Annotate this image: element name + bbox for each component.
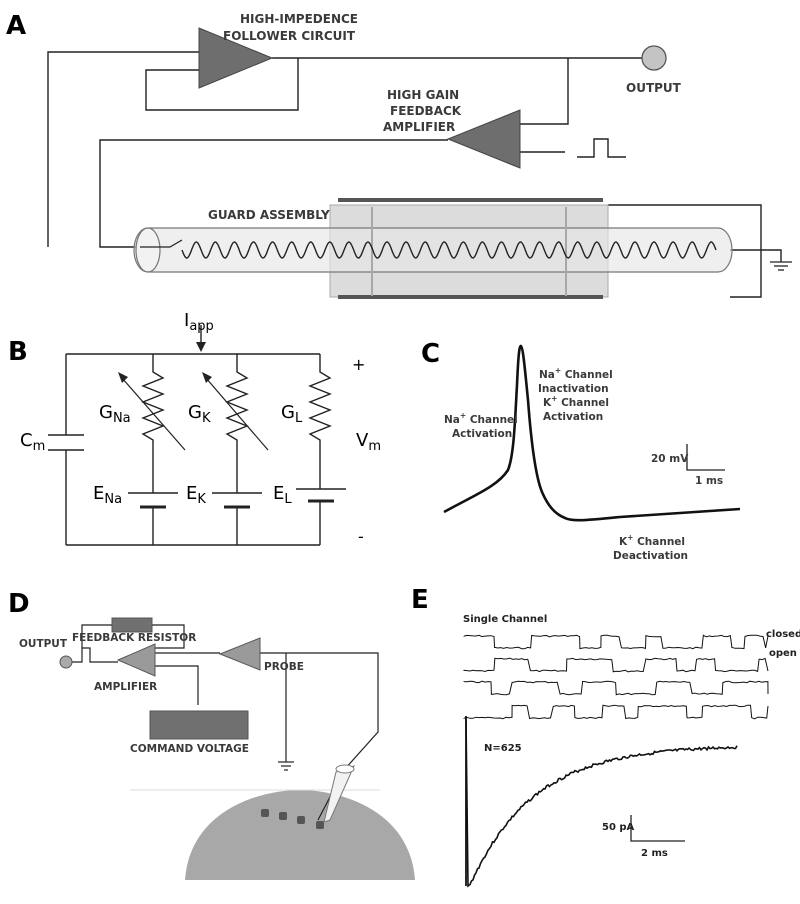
panel-e: E Single Channel closed open N=625 50 pA… xyxy=(411,585,800,888)
follower-input-wire xyxy=(47,51,199,247)
k-deactivation-label-2: Deactivation xyxy=(613,550,688,562)
feedback-label-1: HIGH GAIN xyxy=(387,88,459,102)
gna-variable-arrow xyxy=(121,377,186,451)
amplifier-label: AMPLIFIER xyxy=(94,681,157,693)
k-activation-label-2: Activation xyxy=(543,411,603,423)
feedback-resistor-label: FEEDBACK RESISTOR xyxy=(72,632,196,644)
feedback-label-3: AMPLIFIER xyxy=(383,120,455,134)
panel-label-a: A xyxy=(6,11,26,41)
gna-arrowhead-icon xyxy=(118,372,128,383)
panel-a-wiring xyxy=(47,51,782,298)
amplifier-icon xyxy=(116,643,156,677)
ena-label: ENa xyxy=(93,483,122,507)
na-activation-label-1: Na+ Channel xyxy=(444,411,518,426)
probe-amplifier-icon xyxy=(218,637,261,671)
feedback-resistor-icon xyxy=(111,617,153,633)
k-deactivation-label-1: K+ Channel xyxy=(619,533,685,548)
follower-feedback-loop xyxy=(145,58,299,111)
output-terminal-icon xyxy=(641,45,667,71)
panel-a: A HIGH-IMPEDENCE FOLLOWER CIRCUIT OUTPU xyxy=(6,11,792,299)
capillary-end xyxy=(135,227,161,273)
iapp-arrow-icon xyxy=(196,342,206,352)
panel-b: B Iapp Cm xyxy=(8,310,381,546)
gk-label: GK xyxy=(188,402,211,426)
pipette-mouth xyxy=(335,764,355,774)
gna-resistor-icon xyxy=(141,366,165,445)
follower-label-1: HIGH-IMPEDENCE xyxy=(240,12,358,26)
scale-time-label-c: 1 ms xyxy=(695,475,723,487)
action-potential-trace xyxy=(443,344,741,522)
single-channel-trace xyxy=(463,680,769,696)
feedback-label-2: FEEDBACK xyxy=(390,104,462,118)
electrode-lead xyxy=(140,239,183,248)
single-channel-trace xyxy=(463,657,769,673)
scale-bar-e xyxy=(630,815,685,842)
na-inactivation-label-1: Na+ Channel xyxy=(539,366,613,381)
feedback-amp-output-wire xyxy=(99,139,448,248)
ensemble-current-trace xyxy=(465,717,738,888)
glass-capillary xyxy=(133,227,733,273)
single-channel-label: Single Channel xyxy=(463,614,547,625)
cm-label: Cm xyxy=(20,430,45,454)
plus-sign: + xyxy=(352,355,365,374)
follower-amplifier-icon xyxy=(198,27,274,89)
ek-label: EK xyxy=(186,483,206,507)
probe-label: PROBE xyxy=(264,661,304,673)
ground-icon xyxy=(770,261,792,271)
minus-sign: - xyxy=(358,527,364,546)
gl-label: GL xyxy=(281,402,303,426)
gl-resistor-icon xyxy=(308,366,332,445)
k-activation-label-1: K+ Channel xyxy=(543,394,609,409)
scale-voltage-label: 20 mV xyxy=(651,453,689,465)
gk-arrowhead-icon xyxy=(202,372,212,383)
panel-label-b: B xyxy=(8,337,28,367)
command-voltage-label: COMMAND VOLTAGE xyxy=(130,743,249,755)
n-label: N=625 xyxy=(484,743,522,754)
output-terminal-icon-d xyxy=(59,655,73,669)
single-channel-trace xyxy=(463,634,769,650)
scale-current-label: 50 pA xyxy=(602,822,635,833)
output-label-d: OUTPUT xyxy=(19,638,68,650)
command-voltage-box xyxy=(149,710,249,740)
helical-electrode-wire xyxy=(181,241,717,259)
step-pulse xyxy=(577,138,626,158)
membrane-channels xyxy=(261,809,324,829)
vm-label: Vm xyxy=(356,430,381,454)
circuit-wiring xyxy=(48,325,321,546)
panel-c: C Na+ Channel Activation Na+ Channel Ina… xyxy=(421,339,741,562)
scale-bar-c xyxy=(686,444,725,471)
panel-label-e: E xyxy=(411,585,429,615)
gna-label: GNa xyxy=(99,402,131,426)
gk-resistor-icon xyxy=(225,366,249,445)
iapp-label: Iapp xyxy=(184,310,214,334)
na-activation-label-2: Activation xyxy=(452,428,512,440)
el-label: EL xyxy=(273,483,292,507)
closed-label: closed xyxy=(766,629,800,640)
panel-label-c: C xyxy=(421,339,440,369)
guard-outer-wire xyxy=(608,204,762,298)
panel-label-d: D xyxy=(8,589,30,619)
follower-label-2: FOLLOWER CIRCUIT xyxy=(223,29,356,43)
battery-icons xyxy=(128,488,346,509)
ground-wire xyxy=(730,249,782,262)
cell-body xyxy=(185,790,415,880)
single-channel-traces xyxy=(463,634,769,720)
feedback-amp-input-wire xyxy=(520,58,569,125)
guard-label: GUARD ASSEMBLY xyxy=(208,208,330,222)
panel-d: D FEEDBACK RESISTOR OU xyxy=(8,589,415,880)
single-channel-trace xyxy=(463,704,769,720)
feedback-amplifier-icon xyxy=(446,109,521,169)
na-inactivation-label-2: Inactivation xyxy=(538,383,609,395)
open-label: open xyxy=(769,648,797,659)
gk-variable-arrow xyxy=(205,377,269,451)
output-label: OUTPUT xyxy=(626,81,682,95)
scale-time-label-e: 2 ms xyxy=(641,848,668,859)
